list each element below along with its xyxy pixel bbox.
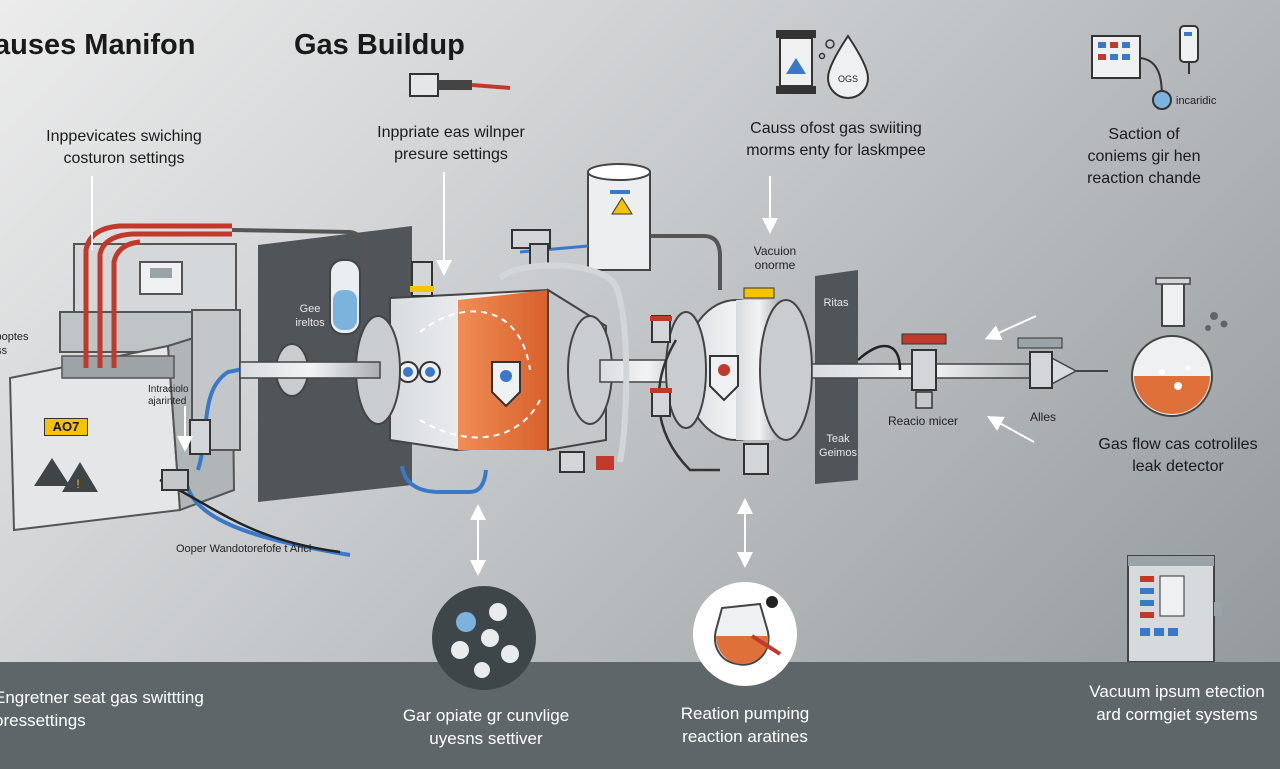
label-gas-panel-line-1: Gee <box>299 303 321 315</box>
callout-pressure-line-2: presure settings <box>394 146 508 163</box>
label-gas-panel: Gee ireltos <box>290 302 330 330</box>
bottom-label-left-line-1: Engretner seat gas swittting <box>0 688 204 707</box>
callout-section-line-2: coniems gir hen <box>1087 148 1201 165</box>
tank-pipe <box>650 234 722 290</box>
callout-vacuation-line-1: Vacuion <box>753 244 797 258</box>
reactor-valves <box>650 315 672 417</box>
callout-switching-line-1: Inppevicates swiching <box>46 128 202 145</box>
callout-pressure: Inppriate eas wilnper presure settings <box>346 122 556 166</box>
svg-text:!: ! <box>76 477 79 491</box>
callout-causes: Causs ofost gas swiiting morms enty for … <box>716 118 956 162</box>
reaction-flask-icon <box>693 582 797 686</box>
label-leak-panel-line-1: Teak <box>826 433 850 445</box>
label-intake: Intraciolo ajarinted <box>148 384 189 408</box>
gauge-dial-icon <box>432 586 536 690</box>
label-indicator: incaridic <box>1176 95 1217 107</box>
bottom-label-left-line-2: oressettings <box>0 711 86 730</box>
red-supply-pipes <box>83 223 232 368</box>
bottom-label-mid-left-line-1: Gar opiate gr cunvlige <box>402 706 570 725</box>
bottom-label-right-line-2: ard cormgiet systems <box>1096 705 1258 724</box>
label-intake-line-1: Intraciolo <box>148 384 189 395</box>
callout-causes-line-1: Causs ofost gas swiiting <box>750 120 922 137</box>
callout-section: Saction of coniems gir hen reaction chan… <box>1064 124 1224 190</box>
callout-gas-flow-line-1: Gas flow cas cotroliles <box>1098 436 1258 453</box>
bottom-label-mid-left-line-2: uyesns settiver <box>429 729 543 748</box>
pointer-lines <box>91 172 1037 576</box>
chamber-valves <box>410 261 614 473</box>
tank-valve <box>511 229 551 267</box>
label-boptes-line-1: sboptes <box>0 331 29 343</box>
reactor-vessel <box>665 287 813 475</box>
gas-cabinet <box>8 243 241 532</box>
bottom-label-right-line-1: Vacuum ipsum etection <box>1089 682 1265 701</box>
callout-vacuation-line-2: onorme <box>754 258 796 272</box>
bottom-label-right: Vacuum ipsum etection ard cormgiet syste… <box>1062 680 1280 726</box>
label-leak-panel: Teak Geimos <box>818 432 858 460</box>
label-boptes-line-2: oss <box>0 345 8 357</box>
callout-pressure-line-1: Inppriate eas wilnper <box>377 124 525 141</box>
label-rear-panel-line-1: Ritas <box>823 297 849 309</box>
label-alles: Alles <box>1030 410 1057 424</box>
callout-switching-line-2: costuron settings <box>63 150 185 167</box>
label-operator: Ooper Wandotorefofe t Aricl <box>176 543 312 555</box>
control-panel-icon <box>1091 35 1172 110</box>
gas-tank <box>587 163 651 271</box>
callout-causes-line-2: morms enty for laskmpee <box>746 142 926 159</box>
bottom-bar <box>0 662 1280 769</box>
warning-icon: ! <box>34 458 98 492</box>
loop-pipe <box>497 262 630 463</box>
label-reaction-meter: Reacio micer <box>888 414 959 428</box>
callout-gas-flow-line-2: leak detector <box>1132 458 1224 475</box>
sensor-probe-icon <box>1179 25 1199 74</box>
label-gauge: OGS <box>838 74 859 84</box>
sight-glass <box>329 259 361 335</box>
label-rear-panel: Ritas <box>818 296 854 310</box>
bottom-label-left: Engretner seat gas swittting oressetting… <box>0 686 204 732</box>
top-regulator <box>409 73 511 97</box>
line-valve <box>1017 337 1063 389</box>
callout-switching: Inppevicates swiching costuron settings <box>24 126 224 170</box>
vacuum-cabinet-icon <box>1127 555 1222 663</box>
bottom-label-mid-right-line-1: Reation pumping <box>680 704 810 723</box>
callout-vacuation: Vacuion onorme <box>730 244 820 272</box>
heading-left: auses Manifon <box>0 29 196 61</box>
callout-section-line-3: reaction chande <box>1087 170 1201 187</box>
callout-section-line-1: Saction of <box>1108 126 1180 143</box>
warning-badge: AO7 <box>44 418 88 436</box>
hourglass-icon <box>776 30 816 94</box>
callout-gas-flow: Gas flow cas cotroliles leak detector <box>1068 434 1280 478</box>
heading-right: Gas Buildup <box>294 29 465 61</box>
label-leak-panel-line-2: Geimos <box>819 447 857 459</box>
bottom-label-mid-right: Reation pumping reaction aratines <box>640 702 850 748</box>
label-boptes: sboptes oss <box>0 330 29 358</box>
reaction-meter <box>901 333 947 409</box>
bottom-label-mid-left: Gar opiate gr cunvlige uyesns settiver <box>376 704 596 750</box>
flask-icon <box>1131 277 1228 417</box>
label-intake-line-2: ajarinted <box>148 396 187 407</box>
valve-icon <box>161 419 211 491</box>
label-gas-panel-line-2: ireltos <box>295 317 325 329</box>
cabinet-to-panel-pipe <box>231 228 366 290</box>
left-flange <box>239 315 401 425</box>
bottom-label-mid-right-line-2: reaction aratines <box>682 727 808 746</box>
droplet-icon <box>818 34 870 99</box>
